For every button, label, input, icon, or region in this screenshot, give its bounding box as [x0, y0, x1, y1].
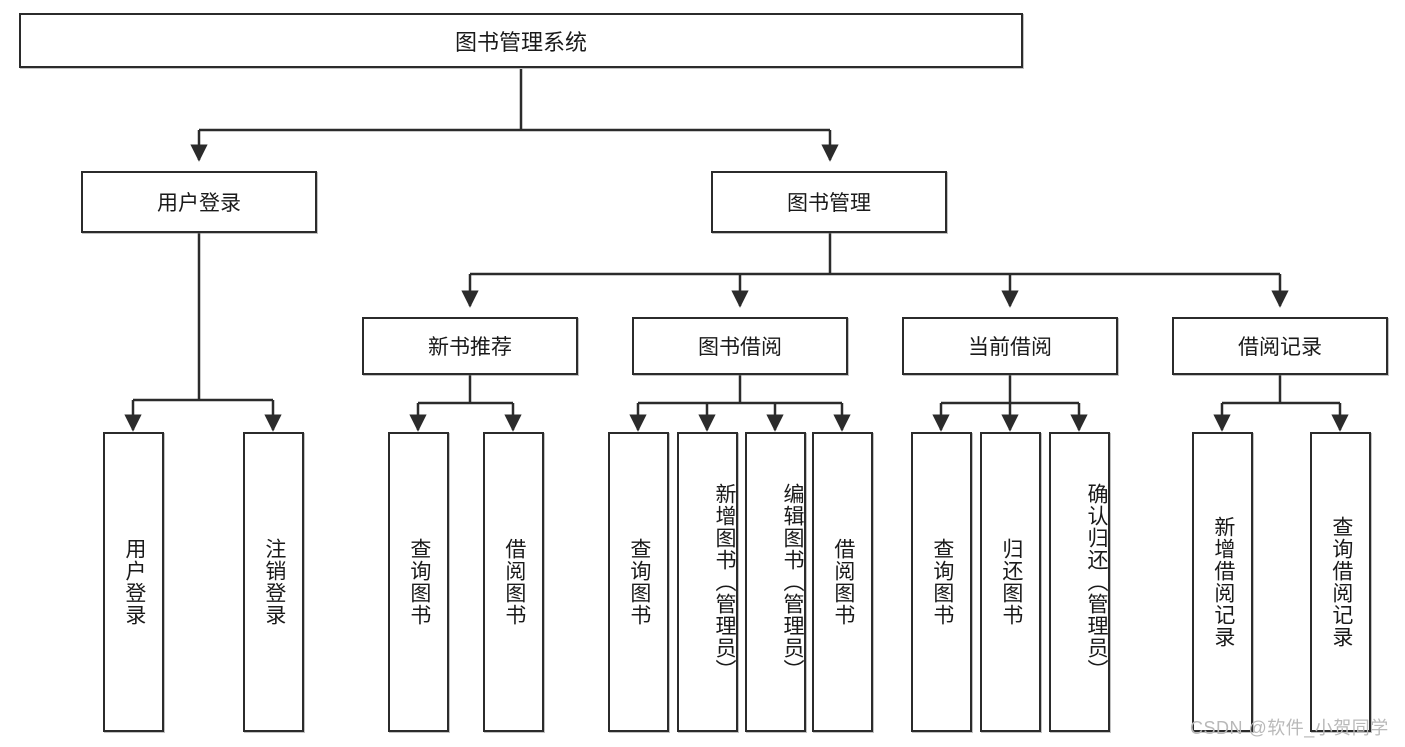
leaf-book-borrow-query-book[interactable]: 查询图书 — [608, 432, 669, 732]
node-label: 图书管理 — [787, 192, 871, 215]
node-label: 确认归还（管理员） — [1085, 483, 1108, 681]
leaf-new-book-query-book[interactable]: 查询图书 — [388, 432, 449, 732]
node-label: 借阅图书 — [831, 538, 855, 626]
node-label: 用户登录 — [157, 192, 241, 215]
node-label: 查询借阅记录 — [1329, 516, 1353, 648]
node-label: 注销登录 — [262, 538, 286, 626]
node-label: 查询图书 — [627, 538, 651, 626]
leaf-user-login-logout[interactable]: 注销登录 — [243, 432, 304, 732]
node-label: 归还图书 — [999, 538, 1023, 626]
node-label: 图书借阅 — [698, 336, 782, 359]
node-label: 用户登录 — [122, 538, 146, 626]
node-book-management[interactable]: 图书管理 — [711, 171, 947, 233]
leaf-book-borrow-add-book-admin[interactable]: 新增图书（管理员） — [677, 432, 738, 732]
leaf-user-login-login[interactable]: 用户登录 — [103, 432, 164, 732]
node-user-login[interactable]: 用户登录 — [81, 171, 317, 233]
node-label: 查询图书 — [930, 538, 954, 626]
leaf-current-borrow-return-book[interactable]: 归还图书 — [980, 432, 1041, 732]
node-current-borrow[interactable]: 当前借阅 — [902, 317, 1118, 375]
leaf-new-book-borrow-book[interactable]: 借阅图书 — [483, 432, 544, 732]
leaf-book-borrow-edit-book-admin[interactable]: 编辑图书（管理员） — [745, 432, 806, 732]
node-label: 查询图书 — [407, 538, 431, 626]
node-label: 新书推荐 — [428, 336, 512, 359]
node-book-borrow[interactable]: 图书借阅 — [632, 317, 848, 375]
node-new-book-recommend[interactable]: 新书推荐 — [362, 317, 578, 375]
leaf-current-borrow-confirm-return-admin[interactable]: 确认归还（管理员） — [1049, 432, 1110, 732]
node-label: 借阅记录 — [1238, 336, 1322, 359]
node-label: 借阅图书 — [502, 538, 526, 626]
leaf-current-borrow-query-book[interactable]: 查询图书 — [911, 432, 972, 732]
node-label: 新增借阅记录 — [1211, 516, 1235, 648]
node-label: 编辑图书（管理员） — [781, 483, 804, 681]
leaf-book-borrow-borrow-book[interactable]: 借阅图书 — [812, 432, 873, 732]
leaf-borrow-record-query-record[interactable]: 查询借阅记录 — [1310, 432, 1371, 732]
node-borrow-record[interactable]: 借阅记录 — [1172, 317, 1388, 375]
leaf-borrow-record-add-record[interactable]: 新增借阅记录 — [1192, 432, 1253, 732]
node-label: 当前借阅 — [968, 336, 1052, 359]
node-label: 新增图书（管理员） — [713, 483, 736, 681]
csdn-watermark: CSDN @软件_小贺同学 — [1190, 718, 1389, 738]
node-root-book-management-system[interactable]: 图书管理系统 — [19, 13, 1023, 68]
node-label: 图书管理系统 — [454, 29, 587, 55]
